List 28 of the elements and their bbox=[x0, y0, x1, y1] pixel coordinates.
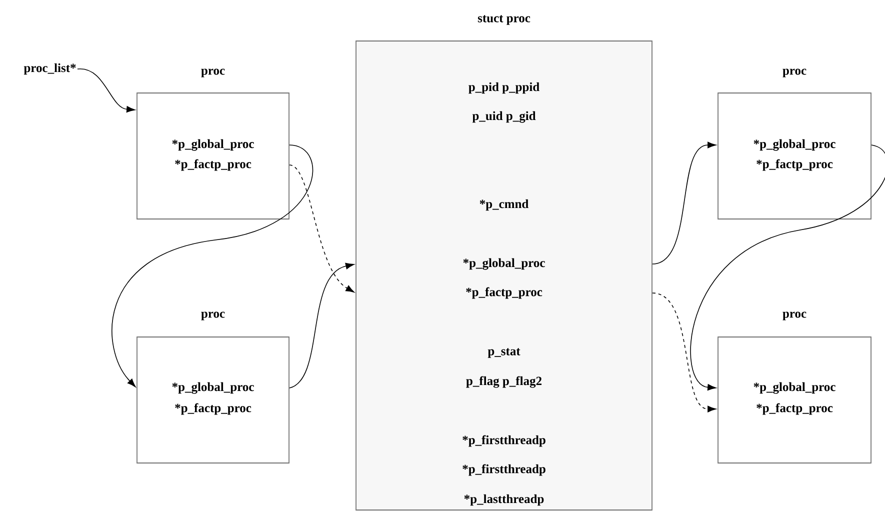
struct-box: *p_global_proc *p_factp_proc bbox=[136, 92, 290, 220]
node-label: *p_firstthreadp bbox=[462, 464, 546, 476]
box-heading: proc bbox=[201, 68, 225, 78]
arrow bbox=[289, 262, 354, 388]
arrow bbox=[289, 164, 354, 293]
node-label: *p_firstthreadp bbox=[462, 435, 546, 447]
struct-box: *p_global_proc *p_factp_proc bbox=[136, 336, 290, 464]
node-label: p_stat bbox=[488, 348, 520, 358]
node-label: *p_cmnd bbox=[480, 199, 529, 211]
node-label: p_uid p_gid bbox=[472, 111, 536, 123]
arrow bbox=[652, 292, 716, 412]
box-heading: proc bbox=[201, 312, 225, 320]
node-label: *p_factp_proc bbox=[466, 287, 542, 299]
pointer-label: proc_list* bbox=[24, 63, 76, 75]
node-label: p_pid p_ppid bbox=[468, 82, 540, 94]
box-heading: stuct proc bbox=[478, 15, 530, 25]
arrow bbox=[690, 144, 885, 391]
node-label: p_flag p_flag2 bbox=[466, 376, 542, 388]
struct-box: p_pid p_ppid p_uid p_gid *p_cmnd *p_global_proc *p_factp_proc p_stat p_flag p_flag2 *p_firstthreadp *p_firstthreadp *p_lastthreadp bbox=[356, 40, 652, 510]
node-label: *p_global_proc bbox=[463, 258, 545, 270]
struct-box: *p_global_proc *p_factp_proc bbox=[718, 92, 872, 220]
box-heading: proc bbox=[782, 68, 806, 78]
node-label: *p_lastthreadp bbox=[464, 494, 544, 506]
arrow bbox=[652, 142, 716, 264]
struct-box: *p_global_proc *p_factp_proc bbox=[718, 336, 872, 464]
box-heading: proc bbox=[782, 312, 806, 320]
arrow bbox=[77, 68, 136, 112]
arrow bbox=[112, 144, 314, 388]
